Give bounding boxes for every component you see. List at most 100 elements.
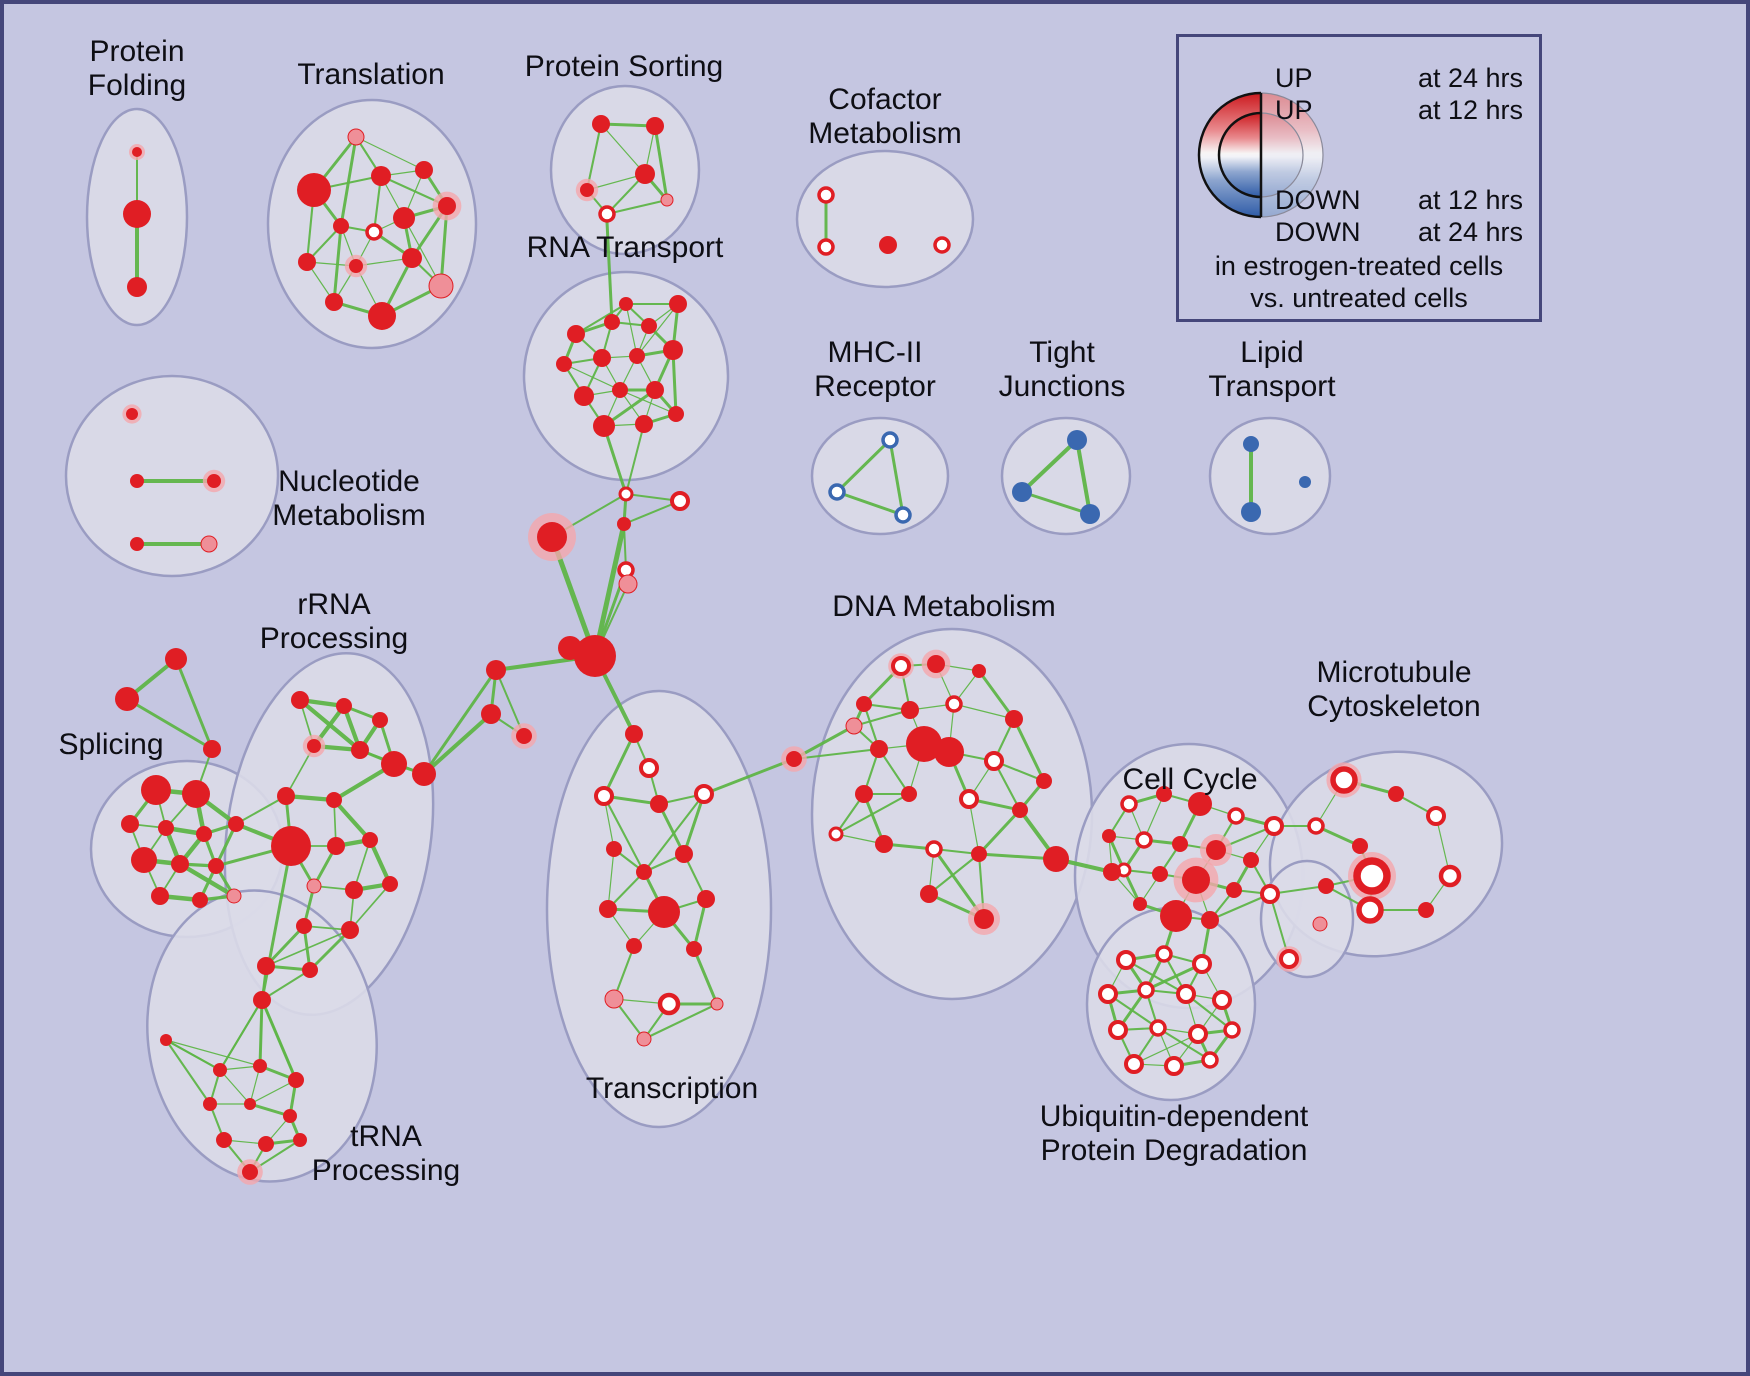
node-up: [244, 1098, 256, 1110]
node-up: [1152, 866, 1168, 882]
edge: [852, 708, 912, 728]
node-up: [1133, 897, 1147, 911]
edge: [174, 657, 214, 751]
edge: [599, 122, 657, 128]
edge: [249, 1079, 297, 1105]
node-up-ring: [694, 784, 714, 804]
edge: [977, 669, 1016, 721]
node-up: [123, 200, 151, 228]
edge: [835, 490, 905, 517]
node-up-ring: [1192, 954, 1212, 974]
cluster-label-cell-cycle: Cell Cycle: [1122, 763, 1257, 796]
node-up-ring: [1108, 1020, 1128, 1040]
edge: [422, 712, 493, 776]
node-up-ring: [365, 223, 383, 241]
legend-caption: in estrogen-treated cells: [1214, 251, 1504, 281]
edge: [835, 438, 892, 494]
edge: [653, 124, 669, 202]
node-up: [288, 1072, 304, 1088]
node-up-ring: [1155, 945, 1173, 963]
node-up: [130, 474, 144, 488]
node-down: [1299, 476, 1311, 488]
node-up: [341, 921, 359, 939]
node-up: [165, 648, 187, 670]
edge: [888, 438, 905, 517]
node-up: [920, 885, 938, 903]
node-up-weak: [636, 1031, 652, 1047]
node-up: [686, 941, 702, 957]
edge: [355, 136, 425, 171]
node-down: [1067, 430, 1087, 450]
node-up-weak: [710, 997, 724, 1011]
cluster-lipid-transport: [1208, 416, 1332, 536]
node-up-ring: [639, 758, 659, 778]
edge: [619, 389, 677, 415]
node-up: [641, 318, 657, 334]
node-up: [697, 890, 715, 908]
edge: [308, 928, 352, 972]
edge: [165, 1039, 221, 1071]
node-up: [333, 218, 349, 234]
node-up: [635, 164, 655, 184]
node-up: [362, 832, 378, 848]
node-up-ring: [984, 751, 1004, 771]
node-up-ring: [1188, 1024, 1208, 1044]
node-up: [203, 1097, 217, 1111]
node-up: [368, 302, 396, 330]
node-up-ring: [594, 786, 614, 806]
node-up: [1352, 838, 1368, 854]
node-up-ring: [618, 486, 634, 502]
node-up: [606, 841, 622, 857]
node-up: [349, 259, 363, 273]
node-up: [182, 780, 210, 808]
cluster-label-dna-metabolism: DNA Metabolism: [832, 590, 1055, 623]
cluster-label-rna-transport: RNA Transport: [527, 231, 724, 264]
edge: [605, 198, 669, 216]
node-up: [130, 537, 144, 551]
node-up: [283, 1109, 297, 1123]
edge: [1133, 1033, 1199, 1065]
node-up: [604, 314, 620, 330]
node-up-ring: [1137, 981, 1155, 999]
node-up-ring: [1212, 990, 1232, 1010]
node-up: [879, 236, 897, 254]
edge: [164, 1038, 212, 1106]
node-up-ring: [1149, 1019, 1167, 1037]
node-up: [1418, 902, 1434, 918]
node-up: [121, 815, 139, 833]
node-up: [393, 207, 415, 229]
node-up: [1172, 836, 1188, 852]
node-down: [1241, 502, 1261, 522]
legend-time-label: at 24 hrs: [1417, 216, 1523, 247]
node-up: [646, 117, 664, 135]
node-up: [650, 795, 668, 813]
node-up: [516, 728, 532, 744]
node-up: [927, 655, 945, 673]
node-up: [1201, 911, 1219, 929]
node-up-weak: [660, 193, 674, 207]
node-up: [382, 876, 398, 892]
edge: [636, 303, 679, 357]
node-up-weak: [200, 535, 218, 553]
edge: [605, 220, 614, 324]
legend-direction-label: DOWN: [1275, 216, 1361, 247]
node-up-ring: [817, 238, 835, 256]
node-up-ring: [1260, 884, 1280, 904]
node-up-ring: [817, 186, 835, 204]
node-up: [668, 406, 684, 422]
node-up: [1206, 840, 1226, 860]
edge: [671, 348, 678, 416]
edge: [927, 852, 981, 896]
node-up: [1243, 852, 1259, 868]
node-up: [663, 340, 683, 360]
legend-time-label: at 12 hrs: [1417, 184, 1523, 215]
edge: [165, 1039, 261, 1067]
node-up: [141, 775, 171, 805]
node-up: [635, 415, 653, 433]
